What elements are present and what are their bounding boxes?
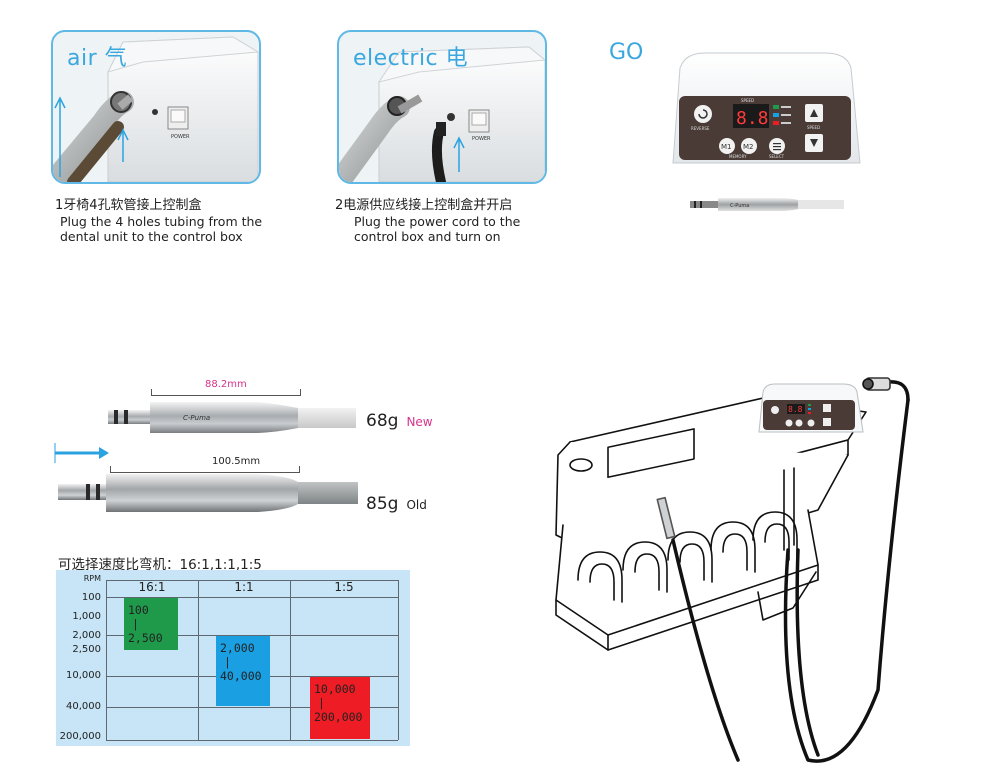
grid-line [290, 580, 291, 740]
ratio-bar-1-5: 10,000 | 200,000 [310, 677, 370, 739]
air-connection-illustration: POWER [53, 36, 259, 182]
grid-line [106, 707, 398, 708]
grid-line [106, 597, 398, 598]
mounted-control-box: 8.8 [758, 383, 864, 433]
ratio-bar-from: 100 [128, 603, 149, 617]
step-electric-title: electric 电 [353, 46, 469, 71]
grid-line [398, 580, 399, 740]
old-length-label: 100.5mm [212, 456, 261, 467]
grid-line [198, 580, 199, 740]
go-label: GO [609, 40, 644, 65]
old-dimension-bracket [110, 466, 300, 473]
ratio-bar-16-1: 100 | 2,500 [124, 598, 178, 650]
speed-title: 可选择速度比弯机：16:1,1:1,1:5 [58, 557, 262, 573]
step-electric-panel: electric 电 POWER [337, 30, 547, 184]
memory-label: MEMORY [729, 154, 747, 159]
new-handpiece: C-Puma [108, 402, 356, 433]
step-air-panel: air 气 POWER [51, 30, 261, 184]
rpm-axis-label: 40,000 [66, 701, 101, 712]
ratio-bar-to: 2,500 [128, 631, 163, 645]
svg-text:8.8: 8.8 [788, 405, 803, 414]
ratio-header-1-1: 1:1 [234, 580, 254, 594]
ratio-bar-from: 2,000 [220, 641, 255, 655]
new-length-label: 88.2mm [205, 379, 247, 390]
new-weight: 68g New [366, 411, 433, 431]
grid-line [106, 580, 398, 581]
rpm-axis-label: 2,500 [72, 644, 101, 655]
ratio-bar-connector: | [132, 617, 139, 631]
reverse-label: REVERSE [691, 126, 710, 131]
rpm-axis-label: 2,000 [72, 630, 101, 641]
rpm-axis-label: 1,000 [72, 611, 101, 622]
svg-text:POWER: POWER [171, 134, 190, 140]
old-weight-value: 85g [366, 494, 399, 514]
step-electric-en-caption: Plug the power cord to the control box a… [354, 214, 521, 244]
ratio-bar-connector: | [224, 655, 231, 669]
control-box-illustration: REVERSE 8.8 SPEED M1 M2 MEMORY SELECT SP… [672, 52, 861, 164]
new-tag: New [406, 415, 433, 429]
svg-text:SPEED: SPEED [807, 125, 820, 130]
step-air-cn-caption: 1牙椅4孔软管接上控制盒 [55, 198, 202, 213]
new-weight-value: 68g [366, 411, 399, 431]
ratio-header-16-1: 16:1 [138, 580, 166, 594]
old-weight: 85g Old [366, 494, 427, 514]
svg-text:POWER: POWER [472, 136, 491, 142]
step-electric-cn-caption: 2电源供应线接上控制盒并开启 [335, 198, 513, 213]
rpm-axis-label: 10,000 [66, 670, 101, 681]
step-air-title: air 气 [67, 46, 128, 71]
electric-connection-illustration: POWER [339, 46, 545, 182]
step-air-en-caption: Plug the 4 holes tubing from the dental … [60, 214, 263, 244]
new-dimension-bracket [151, 389, 301, 396]
ratio-bar-to: 40,000 [220, 669, 262, 683]
ratio-bar-connector: | [318, 696, 325, 710]
comparison-arrow [54, 443, 109, 463]
ratio-bar-to: 200,000 [314, 710, 363, 724]
rpm-label: RPM [83, 574, 101, 583]
grid-line [106, 740, 398, 741]
mini-handpiece: C-Puma [690, 198, 844, 211]
old-handpiece [58, 474, 358, 512]
svg-text:C-Puma: C-Puma [183, 414, 210, 422]
grid-line [106, 635, 398, 636]
ratio-bar-from: 10,000 [314, 682, 356, 696]
rpm-axis-label: 200,000 [59, 731, 101, 742]
speed-display: 8.8 [736, 108, 769, 129]
old-tag: Old [406, 498, 427, 512]
select-label: SELECT [769, 154, 785, 159]
rpm-axis-label: 100 [81, 592, 101, 603]
speed-label: SPEED [741, 98, 754, 103]
m2-label: M2 [743, 143, 754, 151]
grid-line [106, 580, 107, 740]
ratio-bar-1-1: 2,000 | 40,000 [216, 636, 270, 706]
m1-label: M1 [721, 143, 732, 151]
ratio-header-1-5: 1:5 [334, 580, 354, 594]
svg-text:C-Puma: C-Puma [730, 203, 749, 209]
